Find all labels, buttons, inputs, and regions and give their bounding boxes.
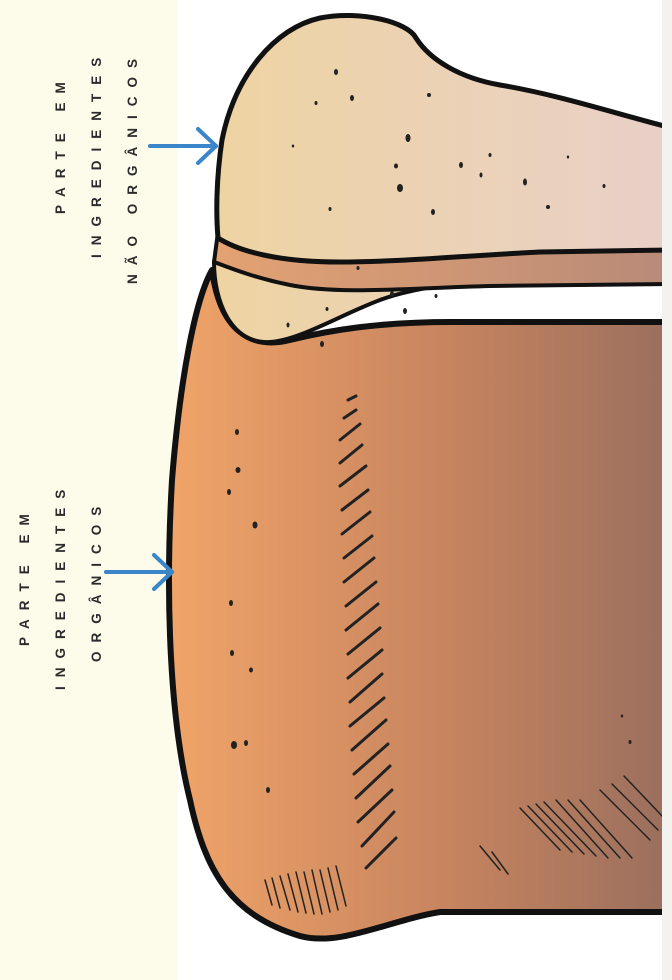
label-nonorganic-line1: PARTE EM — [54, 73, 68, 214]
label-nonorganic-line2: INGREDIENTES — [90, 49, 104, 258]
label-nonorganic-line3: NÃO ORGÂNICOS — [126, 50, 140, 284]
label-organic-line2: INGREDIENTES — [54, 481, 68, 690]
arrow-icon — [106, 555, 172, 589]
label-organic-line3: ORGÂNICOS — [90, 498, 104, 662]
label-organic-line1: PARTE EM — [18, 505, 32, 646]
arrow-icon — [150, 129, 216, 163]
